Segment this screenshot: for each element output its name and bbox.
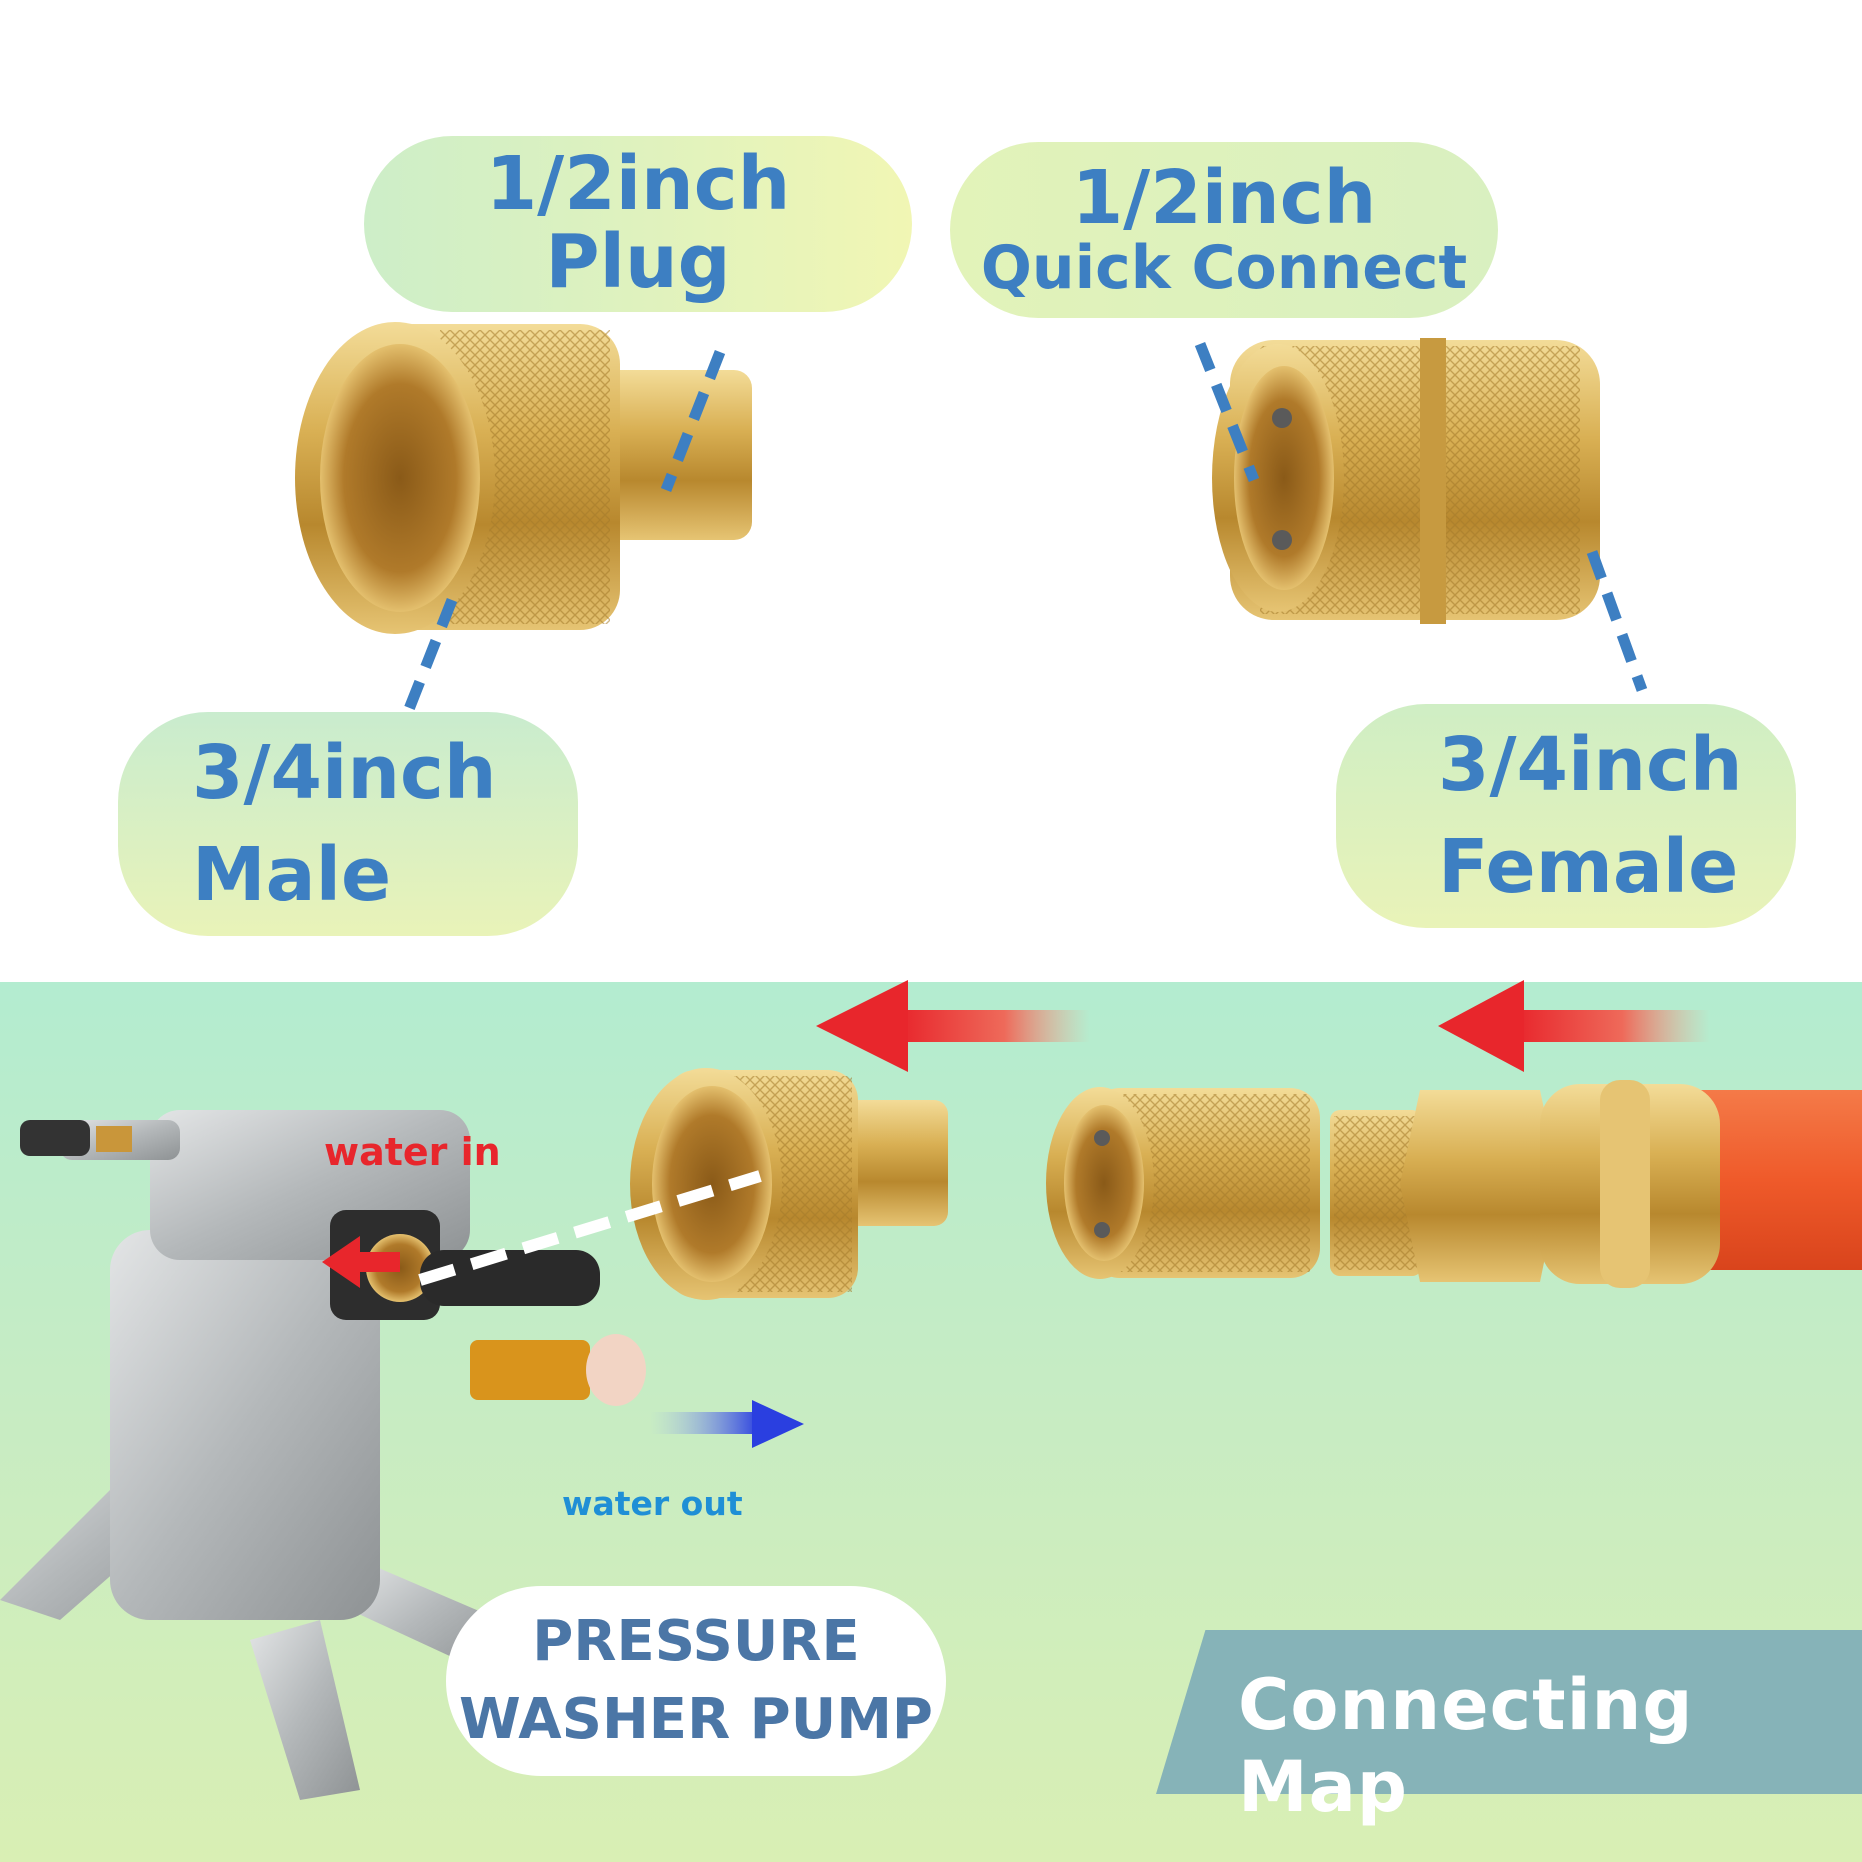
water-in-label: water in [324, 1130, 501, 1174]
water-out-arrow [650, 1400, 804, 1448]
connecting-map-banner [1156, 1630, 1862, 1794]
pump-label-line2: WASHER PUMP [459, 1687, 933, 1752]
callout-quick-connect: 1/2inch Quick Connect [950, 142, 1498, 318]
callout-quick-connect-size: 1/2inch [1071, 154, 1377, 241]
connecting-map-title: Connecting Map [1238, 1664, 1694, 1828]
callout-male-size: 3/4inch [192, 729, 497, 816]
callout-plug-type: Plug [545, 219, 731, 305]
connection-line [418, 1170, 762, 1286]
callout-plug: 1/2inch Plug [364, 136, 912, 312]
direction-arrow-right [1438, 980, 1710, 1072]
male-plug-fitting-small [630, 1068, 948, 1300]
callout-male-type: Male [192, 832, 392, 918]
female-quick-connect-fitting [1212, 338, 1600, 624]
callout-quick-connect-type: Quick Connect [980, 233, 1468, 304]
male-plug-fitting [295, 322, 752, 634]
pressure-washer-pump [0, 1110, 646, 1800]
callout-female: 3/4inch Female [1336, 704, 1796, 928]
water-out-label: water out [562, 1484, 743, 1523]
female-quick-connect-small [1046, 1087, 1320, 1279]
callout-male: 3/4inch Male [118, 712, 578, 936]
callout-female-type: Female [1438, 824, 1739, 910]
pump-label-line1: PRESSURE [532, 1608, 860, 1674]
callout-female-size: 3/4inch [1438, 721, 1743, 808]
callout-plug-size: 1/2inch [485, 141, 791, 228]
direction-arrow-left [816, 980, 1090, 1072]
pointer-lines [394, 341, 1648, 735]
garden-hose [1330, 1080, 1862, 1288]
pump-label: PRESSURE WASHER PUMP [446, 1586, 946, 1776]
